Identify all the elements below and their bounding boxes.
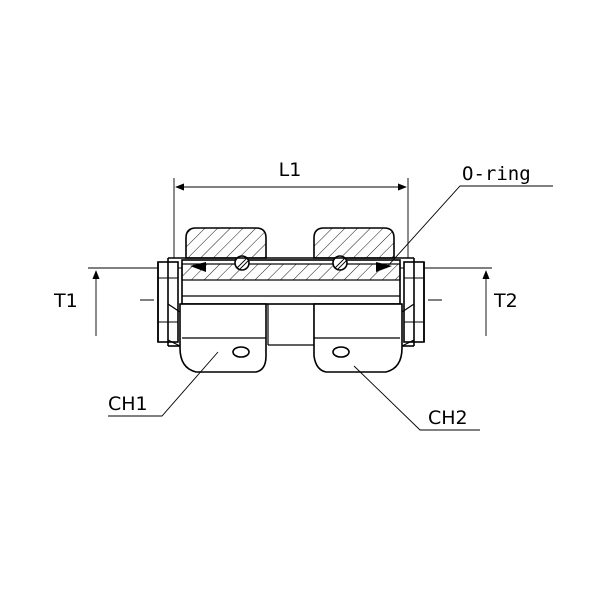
thread-reference-lines: T1 T2 (53, 267, 518, 336)
seal-ring-left (190, 262, 206, 272)
label-ch2: CH2 (428, 407, 468, 429)
nut-right (313, 227, 415, 373)
dimension-l1: L1 (173, 159, 409, 258)
hole-right (332, 346, 350, 358)
seal-ring-right (376, 262, 392, 272)
label-l1: L1 (279, 159, 302, 181)
label-ch1: CH1 (108, 393, 148, 415)
o-rings (234, 255, 348, 271)
assembly-outline (167, 257, 415, 347)
leader-oring: O-ring (385, 163, 553, 269)
label-oring: O-ring (462, 163, 531, 185)
nut-left (167, 227, 267, 373)
leader-ch1: CH1 (108, 351, 219, 417)
hole-left (232, 346, 250, 358)
leader-ch2: CH2 (353, 365, 480, 431)
label-t2: T2 (493, 290, 518, 312)
label-t1: T1 (53, 290, 78, 312)
